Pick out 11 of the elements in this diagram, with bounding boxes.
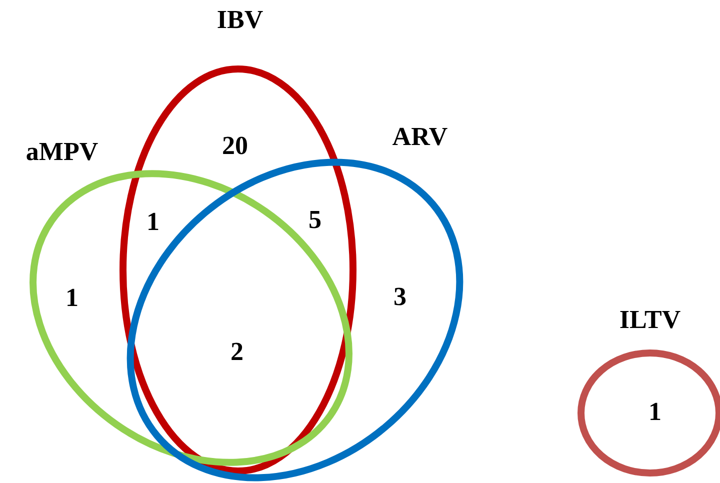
set-name: aMPV [26, 139, 98, 165]
count-value: 1 [648, 399, 662, 425]
set-name: IBV [216, 7, 264, 33]
count-value: 2 [230, 339, 244, 365]
set-name: ARV [392, 124, 448, 150]
count-value: 5 [308, 207, 322, 233]
count-value: 20 [222, 133, 248, 159]
count-value: 3 [394, 284, 406, 310]
count-value: 1 [66, 285, 78, 311]
set-name: ILTV [619, 307, 681, 333]
count-value: 1 [146, 209, 160, 235]
